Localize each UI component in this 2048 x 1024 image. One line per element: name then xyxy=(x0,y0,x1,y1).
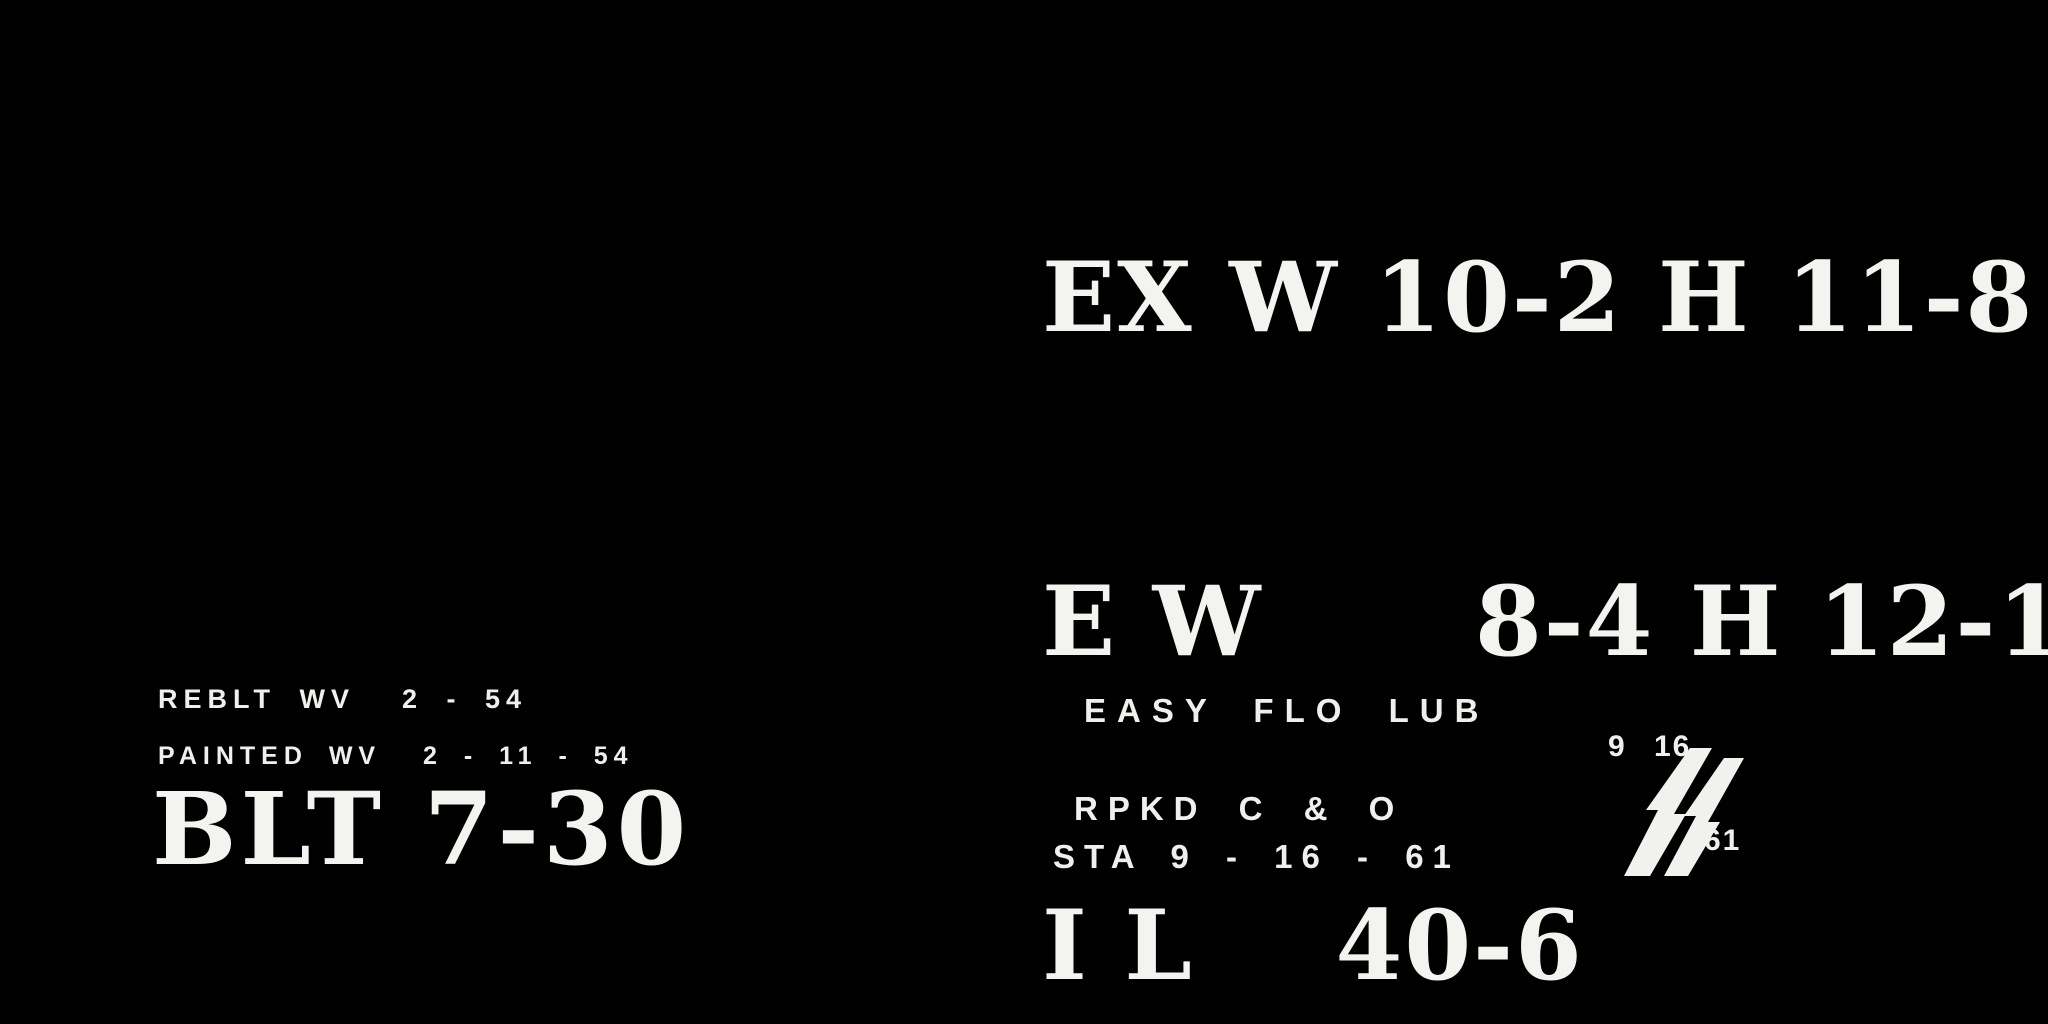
repacked-road-stencil: RPKD C & O xyxy=(1074,790,1405,827)
painted-date-stencil: PAINTED WV 2 - 11 - 54 xyxy=(158,742,634,770)
dimensional-data-block: EX W 10-2 H 11-8 E W 8-4 H 12-11 I L 40-… xyxy=(1042,28,2048,1024)
rebuilt-date-stencil: REBLT WV 2 - 54 xyxy=(158,684,528,714)
dim-line-eave-width-height: E W 8-4 H 12-11 xyxy=(1042,565,2048,678)
built-date-stencil: BLT 7-30 xyxy=(152,770,691,888)
lightning-bolt-icon xyxy=(1624,748,1744,876)
dim-line-extreme-width-height: EX W 10-2 H 11-8 xyxy=(1042,241,2035,354)
repacked-station-date-stencil: STA 9 - 16 - 61 xyxy=(1053,838,1460,875)
repack-mark-month: 9 xyxy=(1608,730,1627,763)
lubricant-stencil: EASY FLO LUB xyxy=(1084,692,1490,729)
dim-line-inside-length: I L 40-6 xyxy=(1042,889,1584,1002)
repack-mark: 9 16 61 xyxy=(1596,728,1786,888)
